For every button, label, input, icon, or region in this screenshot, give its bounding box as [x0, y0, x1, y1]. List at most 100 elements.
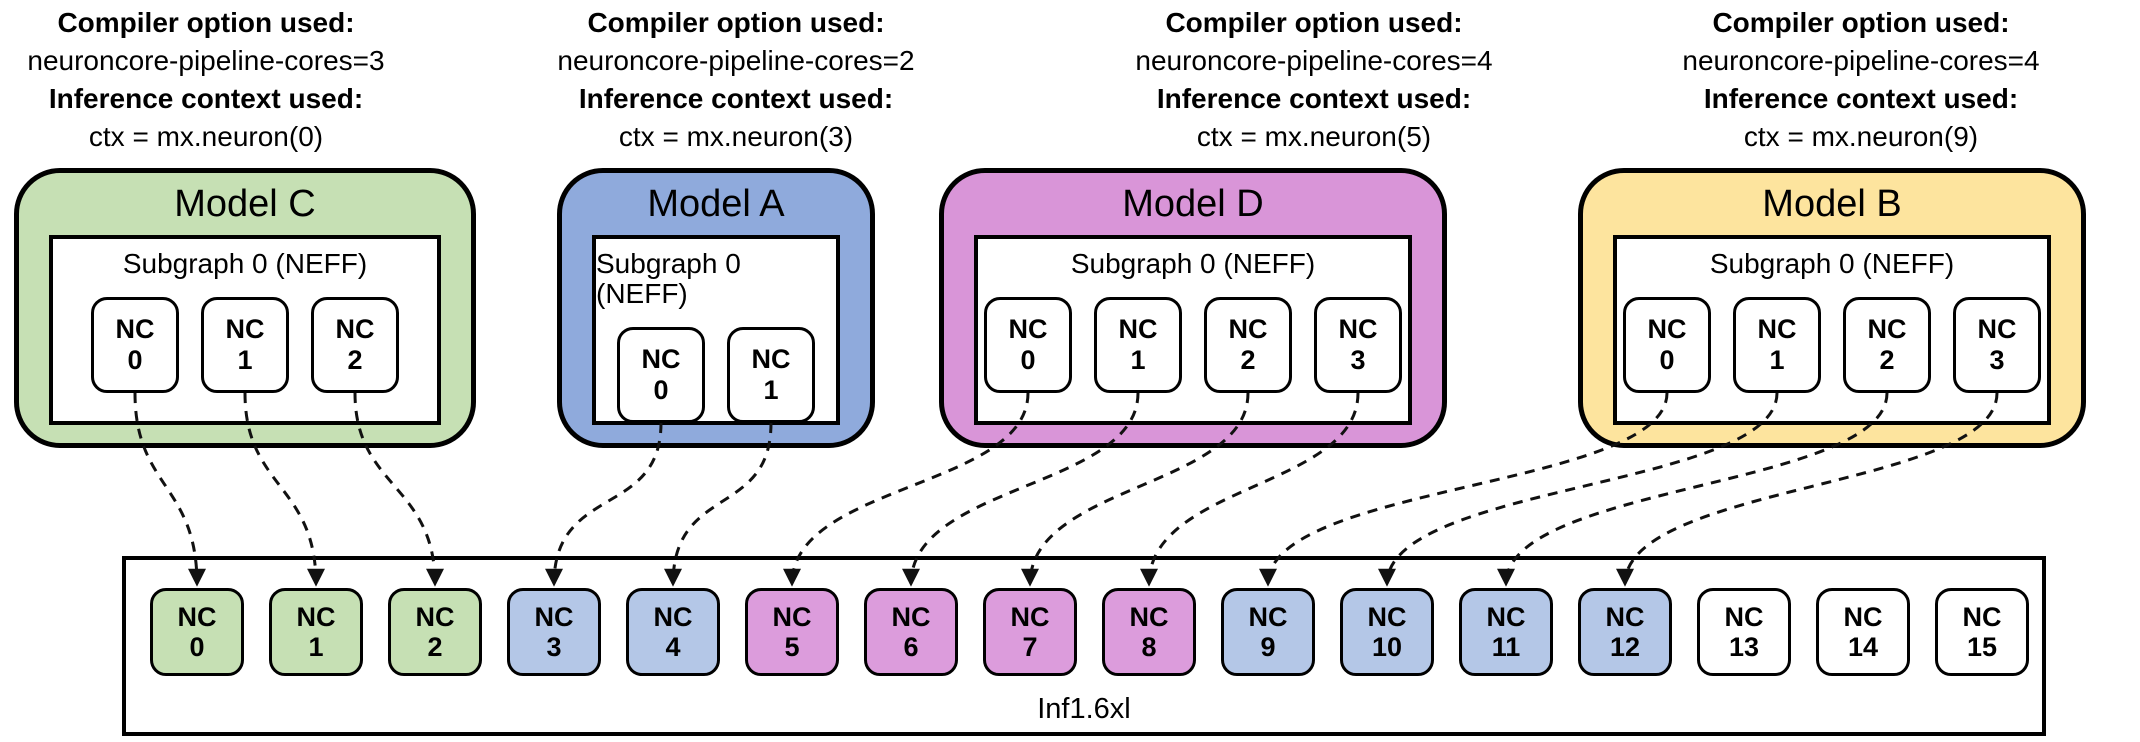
- core-prefix: NC: [296, 602, 336, 632]
- core-number: 0: [653, 375, 669, 405]
- compiler-option-label: Compiler option used:: [1165, 7, 1463, 38]
- core-prefix: NC: [177, 602, 217, 632]
- instance-label: Inf1.6xl: [1037, 693, 1131, 725]
- core-prefix: NC: [1867, 314, 1907, 344]
- inference-context-label: Inference context used:: [1156, 83, 1472, 114]
- core-number: 13: [1728, 632, 1760, 662]
- core-prefix: NC: [534, 602, 574, 632]
- core-prefix: NC: [751, 344, 791, 374]
- subgraph-label: Subgraph 0 (NEFF): [1709, 248, 1955, 279]
- core-number: 15: [1966, 632, 1998, 662]
- compiler-option-value: neuroncore-pipeline-cores=3: [27, 45, 385, 76]
- core-number: 3: [1989, 345, 2005, 375]
- core-prefix: NC: [1486, 602, 1526, 632]
- core-number: 3: [1350, 345, 1366, 375]
- core-prefix: NC: [335, 314, 375, 344]
- core-prefix: NC: [415, 602, 455, 632]
- core-prefix: NC: [1962, 602, 2002, 632]
- subgraph-label: Subgraph 0 (NEFF): [1070, 248, 1316, 279]
- inference-context-label: Inference context used:: [578, 83, 894, 114]
- core-number: 9: [1260, 632, 1276, 662]
- model-title: Model B: [1762, 183, 1902, 225]
- core-number: 4: [665, 632, 681, 662]
- core-number: 1: [1769, 345, 1785, 375]
- inference-context-value: ctx = mx.neuron(5): [1196, 121, 1432, 152]
- core-prefix: NC: [1367, 602, 1407, 632]
- core-number: 0: [1020, 345, 1036, 375]
- core-prefix: NC: [1008, 314, 1048, 344]
- model-title: Model A: [647, 183, 785, 225]
- core-number: 10: [1371, 632, 1403, 662]
- model-title: Model C: [174, 183, 316, 225]
- core-prefix: NC: [1338, 314, 1378, 344]
- core-prefix: NC: [1757, 314, 1797, 344]
- core-prefix: NC: [1228, 314, 1268, 344]
- core-prefix: NC: [1843, 602, 1883, 632]
- compiler-note-model-c: Compiler option used: neuroncore-pipelin…: [0, 4, 426, 156]
- core-number: 1: [763, 375, 779, 405]
- core-number: 2: [1879, 345, 1895, 375]
- compiler-note-model-b: Compiler option used: neuroncore-pipelin…: [1641, 4, 2081, 156]
- compiler-option-label: Compiler option used:: [57, 7, 355, 38]
- core-prefix: NC: [653, 602, 693, 632]
- core-prefix: NC: [1605, 602, 1645, 632]
- compiler-option-value: neuroncore-pipeline-cores=4: [1682, 45, 2040, 76]
- inference-context-value: ctx = mx.neuron(3): [618, 121, 854, 152]
- core-number: 2: [1240, 345, 1256, 375]
- compiler-note-model-d: Compiler option used: neuroncore-pipelin…: [1094, 4, 1534, 156]
- core-prefix: NC: [772, 602, 812, 632]
- core-number: 8: [1141, 632, 1157, 662]
- core-prefix: NC: [641, 344, 681, 374]
- core-prefix: NC: [1724, 602, 1764, 632]
- core-number: 2: [347, 345, 363, 375]
- core-number: 0: [189, 632, 205, 662]
- core-number: 5: [784, 632, 800, 662]
- inference-context-value: ctx = mx.neuron(9): [1743, 121, 1979, 152]
- compiler-option-value: neuroncore-pipeline-cores=2: [557, 45, 915, 76]
- core-prefix: NC: [1977, 314, 2017, 344]
- core-number: 11: [1491, 632, 1521, 662]
- core-number: 2: [427, 632, 443, 662]
- core-number: 1: [308, 632, 324, 662]
- core-prefix: NC: [115, 314, 155, 344]
- core-prefix: NC: [1118, 314, 1158, 344]
- core-prefix: NC: [891, 602, 931, 632]
- inference-context-value: ctx = mx.neuron(0): [88, 121, 324, 152]
- core-prefix: NC: [225, 314, 265, 344]
